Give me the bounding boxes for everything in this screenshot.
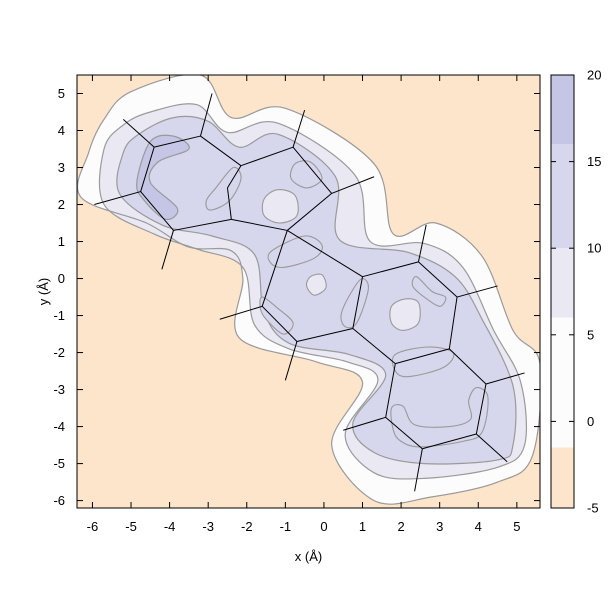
contour-island-8 [411,276,447,307]
y-tick-label: -1 [53,308,65,323]
bond-30 [292,110,306,148]
y-tick-label: -3 [53,382,65,397]
colorbar-band-1 [551,317,574,448]
bond-29 [161,230,174,270]
bond-16 [362,261,419,278]
bond-1 [226,187,232,220]
bond-10 [173,218,232,231]
bond-21 [385,363,396,418]
bond-9 [140,191,174,231]
y-tick-label: -5 [53,456,65,471]
x-tick-label: -3 [202,519,214,534]
contour-island-1 [289,160,323,189]
y-tick-label: -4 [53,419,65,434]
y-axis-ticks: -6 -5 -4 -3 -2 -1 0 1 2 3 4 5 [53,86,540,508]
contour-line-1 [98,103,528,480]
bond-36 [485,372,525,385]
x-tick-label: 5 [513,519,520,534]
bond-35 [456,285,498,298]
bond-15 [287,230,363,278]
colorbar-band-3 [551,144,574,249]
bond-7 [154,135,201,148]
molecule-bonds [94,93,525,492]
bond-34 [417,224,427,262]
bond-24 [475,383,487,435]
bond-18 [448,296,458,349]
contour-region-3 [136,135,190,220]
x-tick-label: 4 [475,519,482,534]
bond-25 [448,348,487,385]
bond-26 [122,119,155,148]
colorbar-band-2 [551,248,574,318]
contour-line-0 [77,75,540,505]
bond-32 [219,305,263,320]
x-tick-label: -1 [280,519,292,534]
y-tick-label: 5 [58,86,65,101]
bond-22 [385,416,423,450]
bond-37 [476,433,508,463]
plot-frame [76,74,541,509]
y-tick-label: 0 [58,271,65,286]
bond-14 [352,276,364,329]
contour-island-9 [391,346,455,378]
x-tick-label: 0 [320,519,327,534]
bond-0 [227,165,242,189]
bond-17 [418,261,458,298]
bond-8 [140,147,155,192]
x-tick-label: 3 [436,519,443,534]
bond-5 [240,146,294,167]
colorbar-tick-label: 10 [587,241,601,256]
bond-33 [284,341,298,381]
contour-line-2 [116,115,517,465]
x-tick-label: -5 [125,519,137,534]
colorbar-band-0 [551,447,574,508]
y-tick-label: 4 [58,123,65,138]
contour-island-10 [390,387,489,448]
bond-39 [343,416,386,431]
bond-23 [422,433,477,450]
x-axis-label: x (Å) [295,549,322,564]
colorbar-frame [550,74,575,509]
bond-13 [296,328,353,342]
bond-19 [395,348,450,365]
colorbar-tick-label: 5 [587,327,594,342]
bond-27 [199,93,213,137]
colorbar-tick-label: 15 [587,154,601,169]
contour-island-7 [389,298,421,331]
y-axis-label: y (Å) [36,278,51,305]
x-tick-label: -4 [164,519,176,534]
x-tick-label: 1 [359,519,366,534]
x-tick-label: -2 [241,519,253,534]
bond-31 [331,176,375,194]
bond-4 [292,146,333,194]
contour-island-6 [259,296,294,335]
bond-3 [286,193,332,231]
bond-12 [261,305,298,342]
x-axis-ticks: -6 -5 -4 -3 -2 -1 0 1 2 3 4 5 [87,75,520,534]
bond-20 [352,328,396,365]
y-tick-label: 3 [58,160,65,175]
y-tick-label: 1 [58,234,65,249]
colorbar-tick-label: 20 [587,68,601,83]
x-tick-label: 2 [397,519,404,534]
y-tick-label: 2 [58,197,65,212]
contour-line-3 [136,134,190,221]
bond-6 [200,135,242,167]
colorbar-tick-label: 0 [587,414,594,429]
bond-38 [414,448,423,492]
bond-28 [94,191,141,206]
bond-2 [231,218,288,231]
colorbar-band-4 [551,75,574,145]
colorbar: -5 0 5 10 15 20 [550,68,601,516]
x-tick-label: -6 [87,519,99,534]
bond-11 [261,230,288,307]
contour-island-4 [305,273,327,296]
contour-island-2 [261,189,299,224]
contour-lines [77,75,540,505]
y-tick-label: -6 [53,493,65,508]
y-tick-label: -2 [53,345,65,360]
colorbar-tick-label: -5 [587,501,599,516]
